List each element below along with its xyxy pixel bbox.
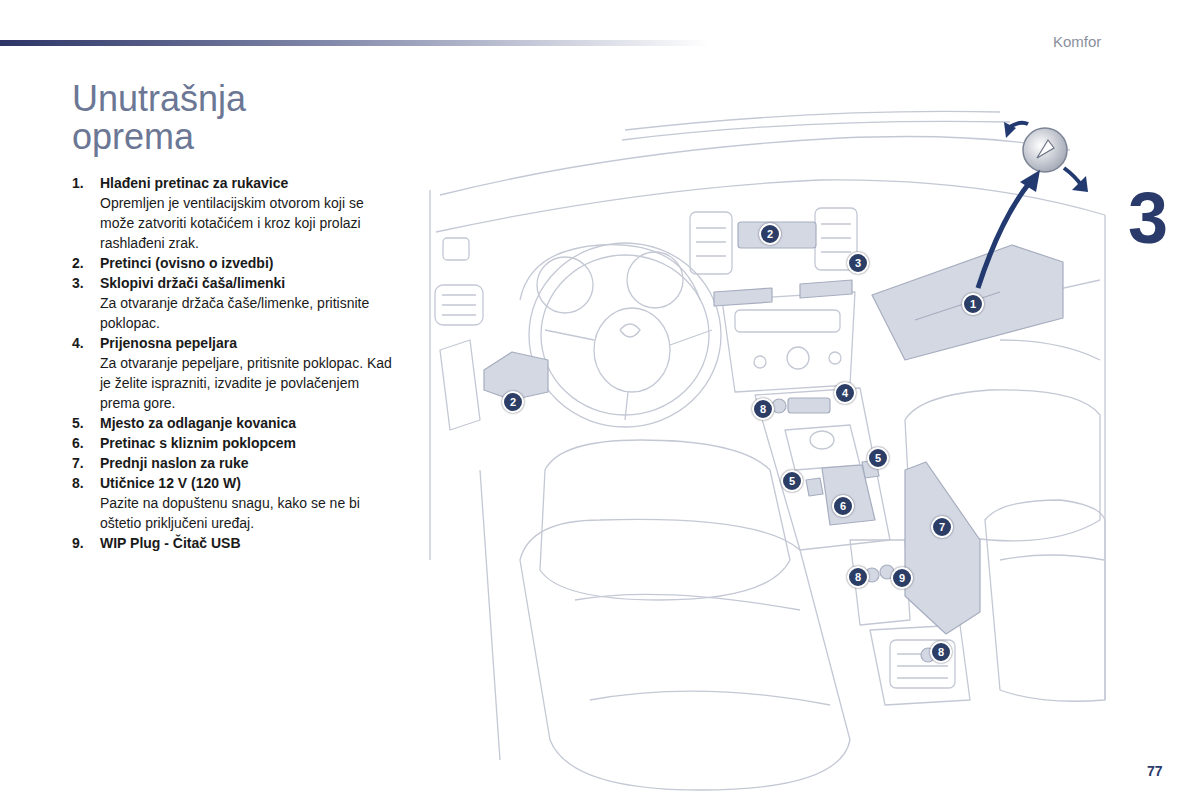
callout-number: 2 bbox=[502, 391, 524, 413]
page-title: Unutrašnja oprema bbox=[72, 80, 312, 156]
item-heading: Pretinac s kliznim poklopcem bbox=[100, 433, 398, 453]
header-label: Komfor bbox=[1053, 33, 1101, 50]
callout-number: 7 bbox=[931, 516, 953, 538]
interior-lines bbox=[430, 111, 1105, 790]
list-item: 4. Prijenosna pepeljaraZa otvaranje pepel… bbox=[72, 333, 398, 413]
item-body: Za otvaranje držača čaše/limenke, pritis… bbox=[100, 293, 398, 333]
list-item: 9. WIP Plug - Čitač USB bbox=[72, 533, 398, 553]
item-body: Za otvaranje pepeljare, pritisnite poklo… bbox=[100, 353, 398, 413]
callout-number: 8 bbox=[847, 566, 869, 588]
list-number: 9. bbox=[72, 533, 84, 553]
list-item: 3. Sklopivi držači čaša/limenkiZa otvaran… bbox=[72, 273, 398, 333]
callout-number: 2 bbox=[759, 223, 781, 245]
list-number: 4. bbox=[72, 333, 84, 353]
list-item: 1. Hlađeni pretinac za rukaviceOpremljen … bbox=[72, 173, 398, 253]
list-item: 5. Mjesto za odlaganje kovanica bbox=[72, 413, 398, 433]
callout-number: 3 bbox=[847, 252, 869, 274]
item-heading: WIP Plug - Čitač USB bbox=[100, 533, 398, 553]
item-body: Pazite na dopuštenu snagu, kako se ne bi… bbox=[100, 493, 398, 533]
list-number: 5. bbox=[72, 413, 84, 433]
list-number: 8. bbox=[72, 473, 84, 493]
item-heading: Prednji naslon za ruke bbox=[100, 453, 398, 473]
list-number: 6. bbox=[72, 433, 84, 453]
callout-number: 5 bbox=[867, 447, 889, 469]
item-body: Opremljen je ventilacijskim otvorom koji… bbox=[100, 193, 398, 253]
list-item: 7. Prednji naslon za ruke bbox=[72, 453, 398, 473]
list-number: 1. bbox=[72, 173, 84, 193]
list-item: 8. Utičnice 12 V (120 W)Pazite na dopušte… bbox=[72, 473, 398, 533]
item-heading: Prijenosna pepeljara bbox=[100, 333, 398, 353]
page-number: 77 bbox=[1147, 763, 1163, 779]
callout-number: 9 bbox=[891, 567, 913, 589]
highlighted-parts bbox=[484, 222, 1063, 662]
callout-number: 8 bbox=[930, 641, 952, 663]
item-heading: Mjesto za odlaganje kovanica bbox=[100, 413, 398, 433]
callout-number: 4 bbox=[834, 382, 856, 404]
vent-wheel-icon bbox=[978, 122, 1088, 288]
list-number: 3. bbox=[72, 273, 84, 293]
callout-number: 6 bbox=[832, 495, 854, 517]
callout-number: 5 bbox=[781, 470, 803, 492]
list-number: 2. bbox=[72, 253, 84, 273]
list-item: 6. Pretinac s kliznim poklopcem bbox=[72, 433, 398, 453]
callout-number: 8 bbox=[752, 398, 774, 420]
item-heading: Pretinci (ovisno o izvedbi) bbox=[100, 253, 398, 273]
item-heading: Sklopivi držači čaša/limenki bbox=[100, 273, 398, 293]
list-item: 2. Pretinci (ovisno o izvedbi) bbox=[72, 253, 398, 273]
list-number: 7. bbox=[72, 453, 84, 473]
item-heading: Utičnice 12 V (120 W) bbox=[100, 473, 398, 493]
item-heading: Hlađeni pretinac za rukavice bbox=[100, 173, 398, 193]
chapter-number: 3 bbox=[1128, 178, 1168, 258]
header-bar bbox=[0, 40, 710, 46]
callout-number: 1 bbox=[962, 293, 984, 315]
item-list: 1. Hlađeni pretinac za rukaviceOpremljen … bbox=[72, 173, 398, 553]
